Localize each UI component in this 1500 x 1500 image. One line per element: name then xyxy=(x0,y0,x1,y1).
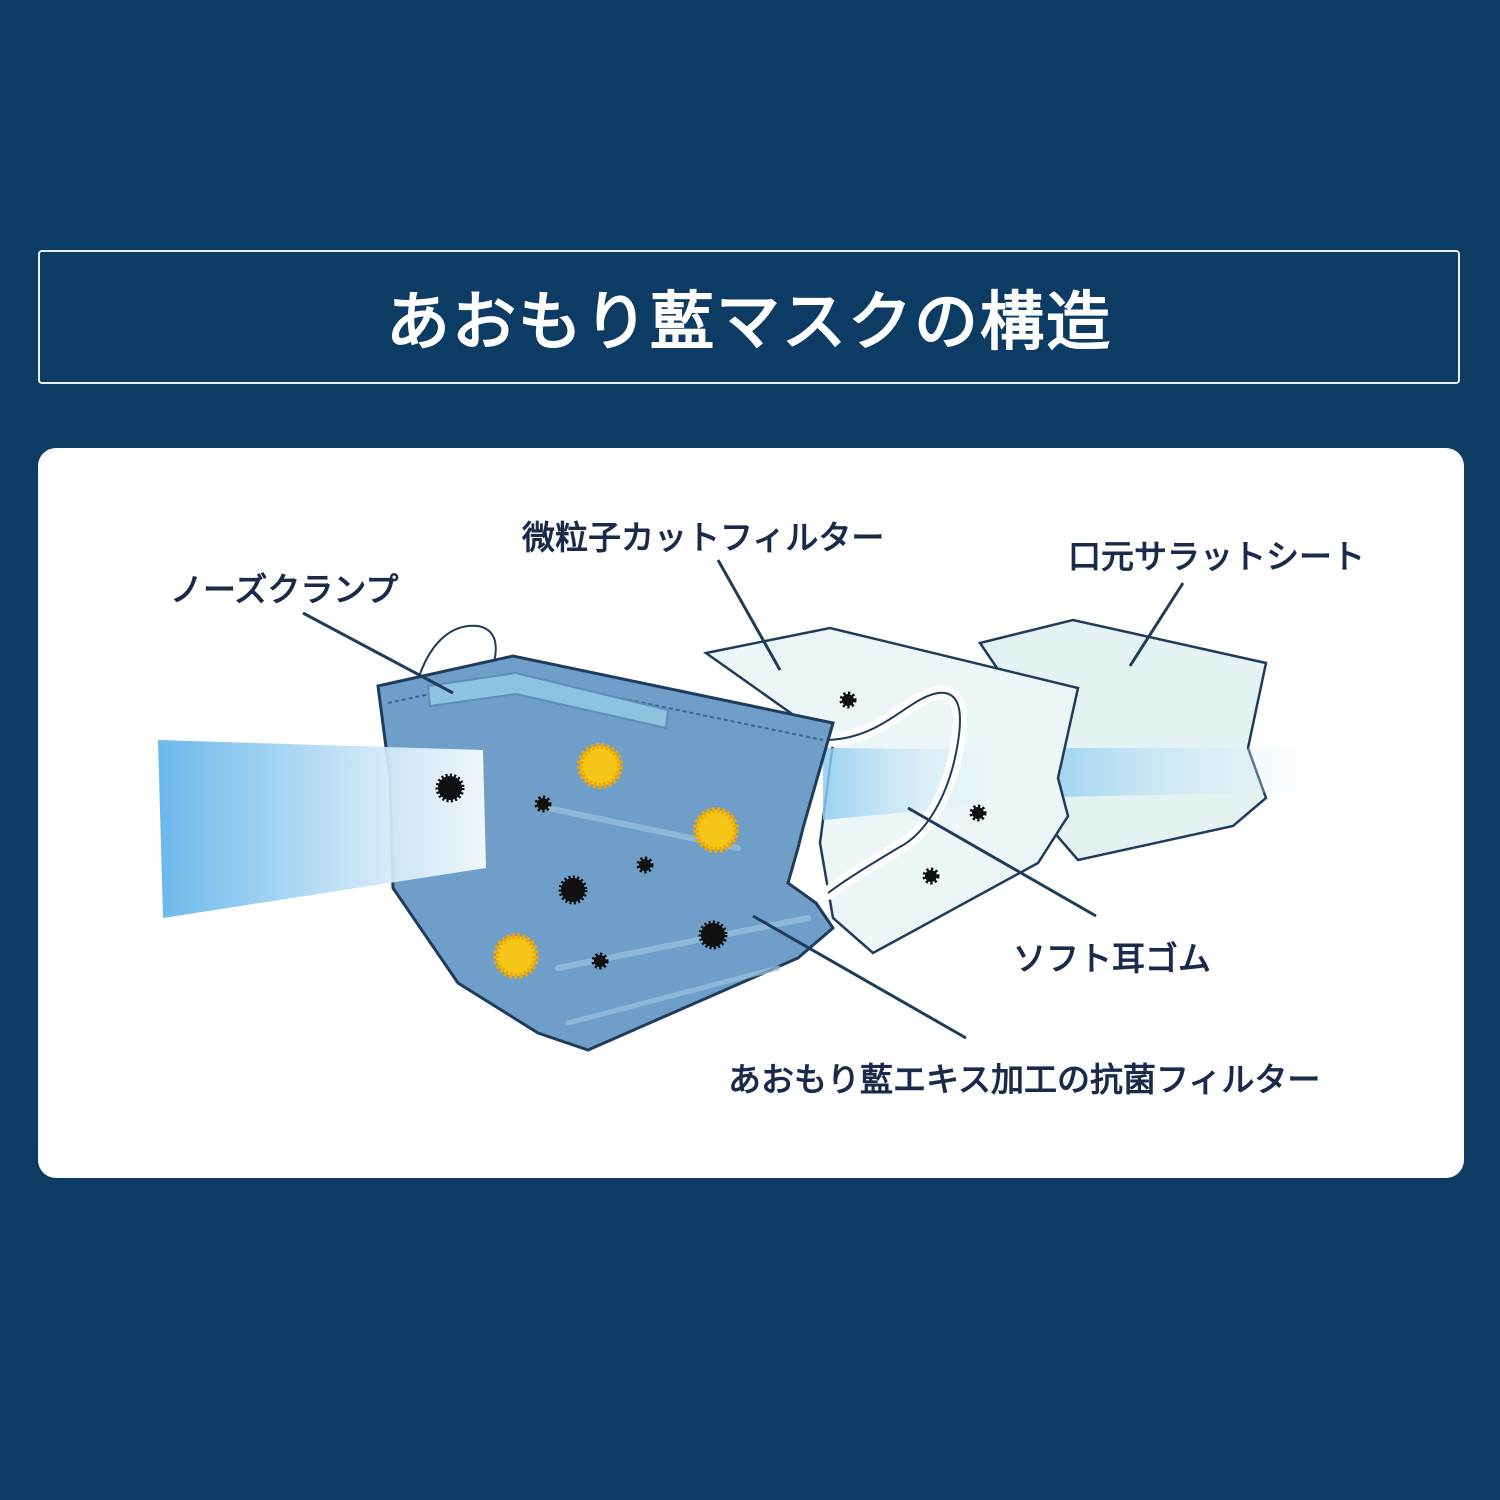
particle-icon xyxy=(922,867,940,885)
bacteria-icon xyxy=(577,743,623,789)
inner-airflow xyxy=(823,748,1038,820)
label-mouth-sheet: 口元サラットシート xyxy=(1068,537,1365,576)
label-particle-filter: 微粒子カットフィルター xyxy=(522,518,885,557)
leader-mouth-sheet xyxy=(1128,582,1185,667)
particle-icon xyxy=(435,773,465,803)
leader-particle-filter xyxy=(716,559,782,671)
outgoing-airflow xyxy=(1018,748,1368,798)
label-ear-loop: ソフト耳ゴム xyxy=(1013,939,1211,978)
particle-icon xyxy=(591,952,609,970)
incoming-airflow xyxy=(158,740,486,918)
particle-icon xyxy=(969,804,987,822)
particle-icon xyxy=(558,875,588,905)
mask-structure-illustration xyxy=(158,559,1368,1052)
page-title: あおもり藍マスクの構造 xyxy=(386,285,1112,360)
label-antibacterial-filter: あおもり藍エキス加工の抗菌フィルター xyxy=(728,1060,1321,1099)
label-nose-clamp: ノーズクランプ xyxy=(170,570,399,609)
title-frame: あおもり藍マスクの構造 xyxy=(38,250,1460,384)
particle-icon xyxy=(636,856,654,874)
leader-nose-clamp xyxy=(302,611,454,695)
diagram-panel: ノーズクランプ 微粒子カットフィルター 口元サラットシート ソフト耳ゴム あおも… xyxy=(38,448,1464,1178)
particle-icon xyxy=(534,795,552,813)
antibacterial-filter-layer xyxy=(376,654,835,1052)
bacteria-icon xyxy=(693,807,739,853)
leader-ear-loop xyxy=(907,806,1097,918)
leader-antibacterial xyxy=(752,914,967,1040)
particle-icon xyxy=(698,920,728,950)
particle-icon xyxy=(839,691,857,709)
bacteria-icon xyxy=(493,933,539,979)
nose-clamp xyxy=(426,671,670,730)
